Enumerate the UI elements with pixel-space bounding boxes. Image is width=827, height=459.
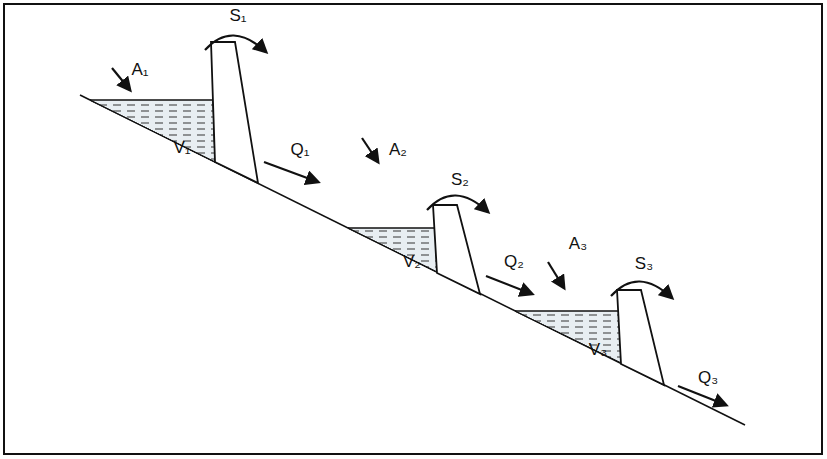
flow-label: S₃ — [635, 255, 653, 274]
ground-slope — [80, 95, 745, 425]
flow-label: S₁ — [229, 7, 246, 26]
flow-label: V₃ — [589, 341, 607, 360]
flow-label: A₂ — [389, 141, 407, 160]
flow-arrow — [112, 35, 726, 405]
flow-label: Q₃ — [698, 369, 718, 388]
dam — [211, 42, 664, 385]
reservoir-water — [90, 100, 621, 363]
flow-label: V₁ — [173, 139, 190, 158]
flow-label: S₂ — [451, 171, 469, 190]
frame — [4, 4, 822, 454]
flow-label: Q₁ — [291, 141, 310, 160]
flow-label: Q₂ — [504, 253, 524, 272]
flow-label: A₃ — [569, 235, 587, 254]
flow-label: A₁ — [131, 61, 148, 80]
flow-label: V₂ — [403, 253, 421, 272]
